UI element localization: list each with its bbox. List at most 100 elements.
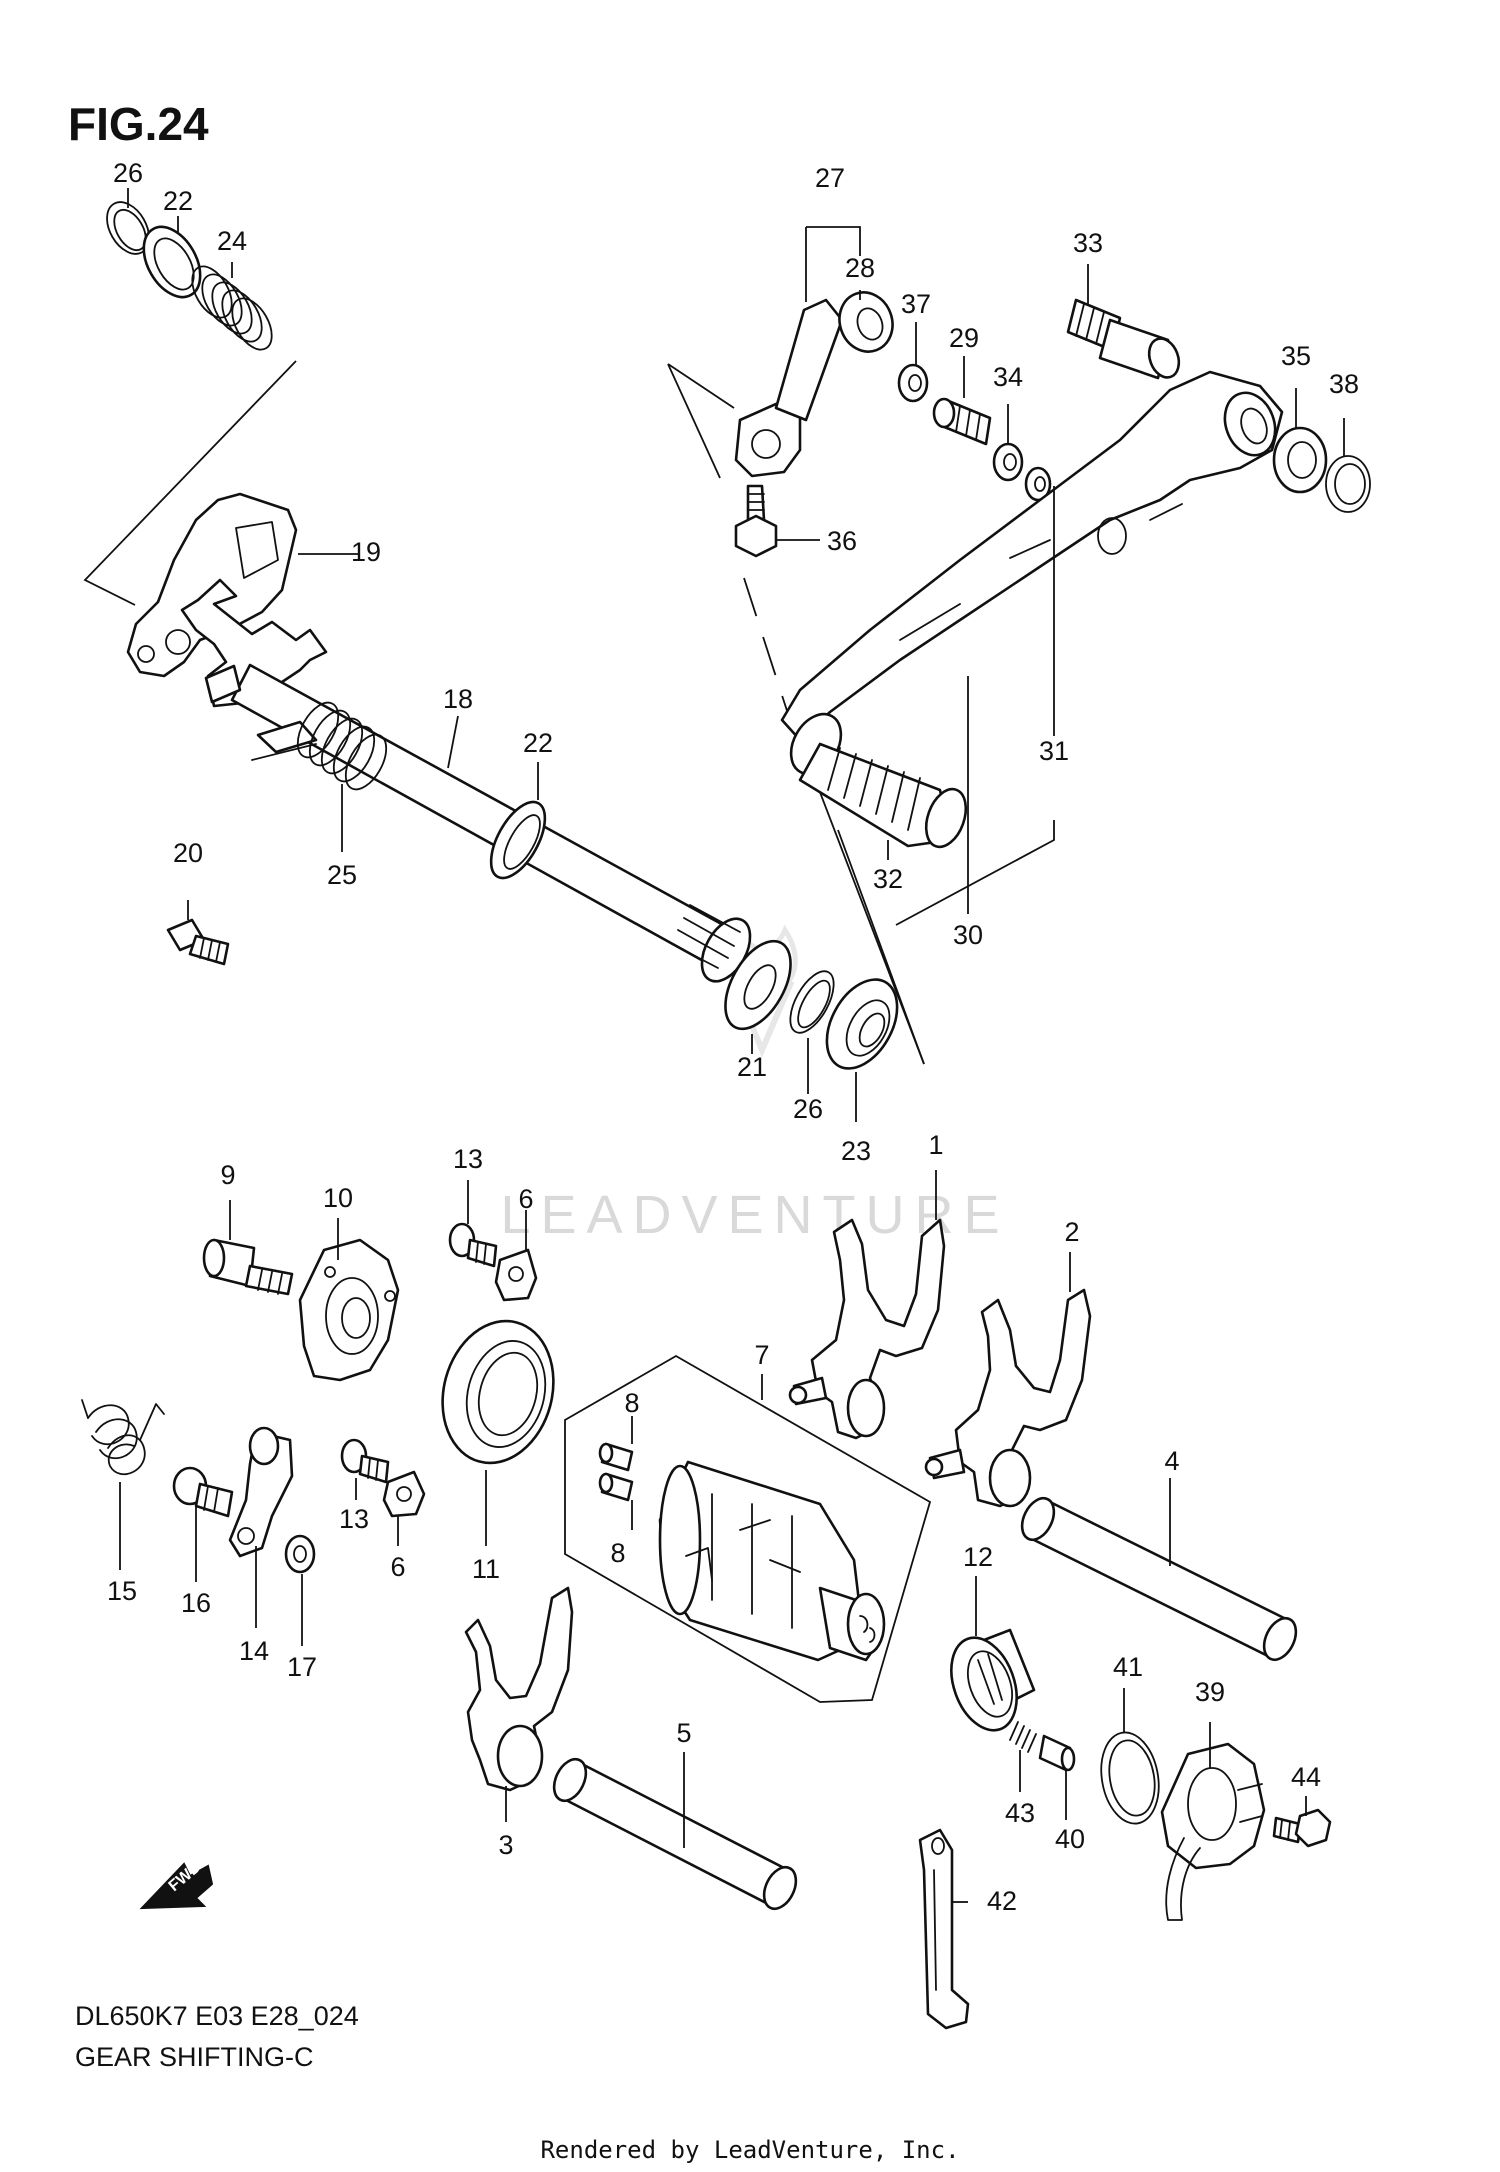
part-gear-position-switch-39 — [1160, 1742, 1266, 1921]
callout-16: 16 — [181, 1588, 211, 1618]
callout-38: 38 — [1329, 369, 1359, 399]
part-bearing-12 — [950, 1628, 1036, 1732]
callout-40: 40 — [1055, 1824, 1085, 1854]
part-circlip-38 — [1325, 455, 1371, 513]
part-bolt-44 — [1272, 1808, 1332, 1848]
callout-7: 7 — [754, 1340, 769, 1370]
callout-20: 20 — [173, 838, 203, 868]
figure-title: FIG.24 — [68, 98, 209, 150]
part-footpeg-rubber-32 — [798, 742, 968, 849]
part-clamp-42 — [918, 1828, 970, 2030]
part-cam-stopper-plate-10 — [298, 1238, 400, 1382]
part-screw-13-lower — [340, 1438, 390, 1484]
part-nut-34 — [992, 442, 1024, 482]
callout-32: 32 — [873, 864, 903, 894]
part-shift-cam-7 — [658, 1460, 886, 1662]
group-outline-pedal — [667, 363, 925, 1065]
callout-44: 44 — [1291, 1762, 1321, 1792]
part-washer-22-shaft — [489, 800, 547, 880]
callout-41: 41 — [1113, 1652, 1143, 1682]
part-washer-35 — [1272, 426, 1328, 494]
callout-29: 29 — [949, 323, 979, 353]
callout-3: 3 — [498, 1830, 513, 1860]
part-pin-8-upper — [598, 1442, 634, 1472]
callout-6: 6 — [390, 1552, 405, 1582]
callout-43: 43 — [1005, 1798, 1035, 1828]
callout-13: 13 — [339, 1504, 369, 1534]
callout-2: 2 — [1064, 1217, 1079, 1247]
part-screw-13-upper — [448, 1222, 498, 1268]
part-spring-25 — [251, 701, 388, 791]
part-washer-22-upper — [142, 225, 202, 299]
callout-15: 15 — [107, 1576, 137, 1606]
part-spring-15 — [81, 1399, 165, 1476]
part-circlip-26-lower — [789, 970, 835, 1034]
model-code: DL650K7 E03 E28_024 — [75, 2001, 359, 2031]
callout-27: 27 — [815, 163, 845, 193]
callout-39: 39 — [1195, 1677, 1225, 1707]
callout-25: 25 — [327, 860, 357, 890]
part-shift-fork-3 — [464, 1586, 574, 1792]
part-bolt-9 — [202, 1238, 294, 1296]
callout-14: 14 — [239, 1636, 269, 1666]
part-bolt-16 — [172, 1466, 234, 1518]
part-oil-seal-23 — [825, 978, 899, 1070]
callout-4: 4 — [1164, 1446, 1179, 1476]
part-o-ring-41 — [1100, 1731, 1160, 1825]
part-washer-21 — [724, 939, 792, 1031]
callout-12: 12 — [963, 1542, 993, 1572]
part-gearshift-shaft-18 — [180, 578, 752, 983]
callout-9: 9 — [220, 1160, 235, 1190]
part-fork-shaft-5 — [552, 1757, 798, 1911]
callout-26: 26 — [113, 158, 143, 188]
callout-13: 13 — [453, 1144, 483, 1174]
callout-23: 23 — [841, 1136, 871, 1166]
callout-37: 37 — [901, 289, 931, 319]
group-outline-cam — [564, 1354, 932, 1703]
callout-36: 36 — [827, 526, 857, 556]
callout-11: 11 — [472, 1554, 500, 1584]
part-stopper-arm-14 — [228, 1426, 294, 1558]
callout-22: 22 — [523, 728, 553, 758]
part-rod-29 — [932, 397, 992, 446]
part-retainer-6-upper — [494, 1248, 538, 1302]
callout-8: 8 — [610, 1538, 625, 1568]
callout-19: 19 — [351, 537, 381, 567]
callout-labels: 26 22 24 19 18 22 25 20 27 28 37 29 34 3… — [107, 158, 1359, 1916]
watermark-text: LEADVENTURE — [500, 1185, 1009, 1245]
part-shift-arm-19 — [126, 492, 298, 678]
part-nut-37 — [897, 363, 929, 403]
callout-10: 10 — [323, 1183, 353, 1213]
section-name: GEAR SHIFTING-C — [75, 2042, 314, 2072]
callout-31: 31 — [1039, 736, 1069, 766]
callout-1: 1 — [928, 1130, 943, 1160]
callout-33: 33 — [1073, 228, 1103, 258]
part-spring-43 — [1009, 1721, 1037, 1753]
callout-35: 35 — [1281, 341, 1311, 371]
callout-34: 34 — [993, 362, 1023, 392]
forward-direction-arrow-icon: FWD — [139, 1859, 214, 1910]
group-outline-shaft-spring — [83, 360, 297, 606]
part-bolt-36 — [734, 484, 778, 558]
callout-17: 17 — [287, 1652, 317, 1682]
callout-8: 8 — [624, 1388, 639, 1418]
callout-5: 5 — [676, 1718, 691, 1748]
callout-18: 18 — [443, 684, 473, 714]
part-fork-shaft-4 — [1020, 1496, 1298, 1662]
part-circlip-26-upper — [106, 201, 150, 255]
group-outline-lever-30 — [895, 820, 1055, 926]
callout-24: 24 — [217, 226, 247, 256]
part-gearshift-lever-30 — [780, 370, 1284, 776]
part-shift-fork-2 — [924, 1288, 1092, 1508]
part-pivot-bolt-33 — [1066, 298, 1181, 380]
part-spring-24 — [191, 265, 273, 351]
callout-42: 42 — [987, 1886, 1017, 1916]
callout-22: 22 — [163, 186, 193, 216]
callout-6: 6 — [518, 1184, 533, 1214]
callout-30: 30 — [953, 920, 983, 950]
part-link-rod-27 — [734, 291, 894, 478]
leader-lines — [119, 188, 1345, 1903]
part-bolt-20 — [166, 918, 230, 966]
render-credit: Rendered by LeadVenture, Inc. — [540, 2136, 959, 2164]
